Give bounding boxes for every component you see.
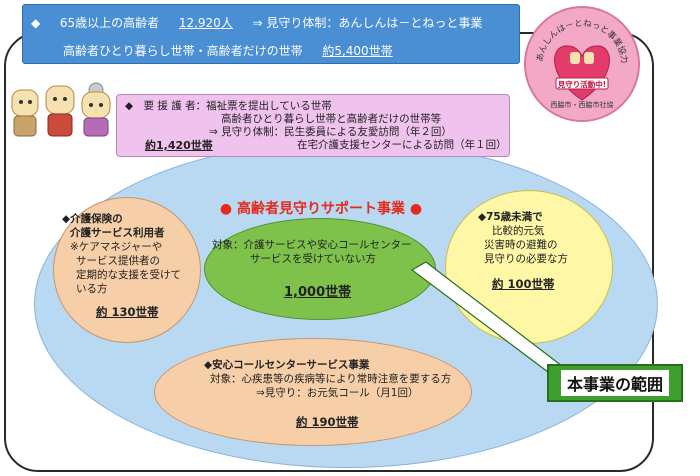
program-scope-label: 本事業の範囲 [547,364,683,402]
bottom-line-3: ⇒見守り：お元気コール（月1回） [256,387,419,399]
care-line-1: ◆ 要 援 護 者：福祉票を提出している世帯 [125,100,332,112]
left-line-5: 定期的な支援を受けて [76,269,181,281]
bottom-line-1: ◆安心コールセンターサービス事業 [204,359,370,371]
right-line-2: 比較的元気 [492,225,545,237]
care-line-2: 高齢者ひとり暮らし世帯と高齢者だけの世帯等 [221,113,442,125]
character-middle [45,85,75,137]
center-line-2: サービスを受けていない方 [250,253,376,265]
right-count: 約 100世帯 [492,277,555,291]
elderly-label: 65歳以上の高齢者 [59,16,160,30]
bottom-count: 約 190世帯 [296,415,359,429]
elderly-population-banner: ◆ 65歳以上の高齢者 12,920人 ⇒ 見守り体制：あんしんは－とねっと事業… [22,4,520,64]
stamp-bottom-text: 西脇市・西脇市社協 [551,100,614,109]
bottom-line-2: 対象：心疾患等の疾病等により常時注意を要する方 [210,373,452,385]
left-line-4: サービス提供者の [76,255,160,267]
care-count: 約1,420世帯 [145,139,213,152]
left-line-6: いる方 [76,283,108,295]
banner-row-elderly: ◆ 65歳以上の高齢者 12,920人 ⇒ 見守り体制：あんしんは－とねっと事業 [31,14,482,31]
right-line-4: 見守りの必要な方 [484,253,568,265]
left-count: 約 130世帯 [96,305,159,319]
left-line-1: ◆介護保険の [62,213,123,225]
left-line-2: 介護サービス利用者 [70,227,165,239]
left-line-3: ※ケアマネジャーや [70,241,163,253]
disaster-support-ellipse [445,190,613,344]
care-service-users-ellipse [53,197,201,343]
care-line-4: 在宅介護支援センターによる訪問（年１回） [297,139,507,151]
elderly-count: 12,920人 [178,16,233,30]
banner-bullet: ◆ [31,16,41,30]
care-line-3: ⇒ 見守り体制：民生委員による友愛訪問（年２回） [209,126,452,138]
right-line-1: ◆75歳未満で [478,211,543,223]
households-count: 約5,400世帯 [322,44,393,58]
character-right [81,82,111,137]
center-line-1: 対象：介護サービスや安心コールセンター [212,239,412,251]
program-scope-text: 本事業の範囲 [560,370,669,396]
right-line-3: 災害時の避難の [484,239,558,251]
banner-row-households: 高齢者ひとり暮らし世帯・高齢者だけの世帯 約5,400世帯 [63,42,393,59]
center-count: 1,000世帯 [284,285,352,300]
call-center-ellipse [154,338,472,446]
stamp-badge-text: 見守り活動中! [557,79,606,89]
program-title: ● 高齢者見守りサポート事業 ● [219,201,423,217]
mimamori-stamp: あんしんは－とねっと事業協力店 見守り活動中! 西脇市・西脇市社協 [524,6,640,122]
households-label: 高齢者ひとり暮らし世帯・高齢者だけの世帯 [63,44,303,58]
elderly-characters-illustration [11,82,111,137]
banner-system: ⇒ 見守り体制：あんしんは－とねっと事業 [252,16,483,30]
care-recipient-box: ◆ 要 援 護 者：福祉票を提出している世帯 高齢者ひとり暮らし世帯と高齢者だけ… [116,94,510,157]
character-left [11,89,39,137]
